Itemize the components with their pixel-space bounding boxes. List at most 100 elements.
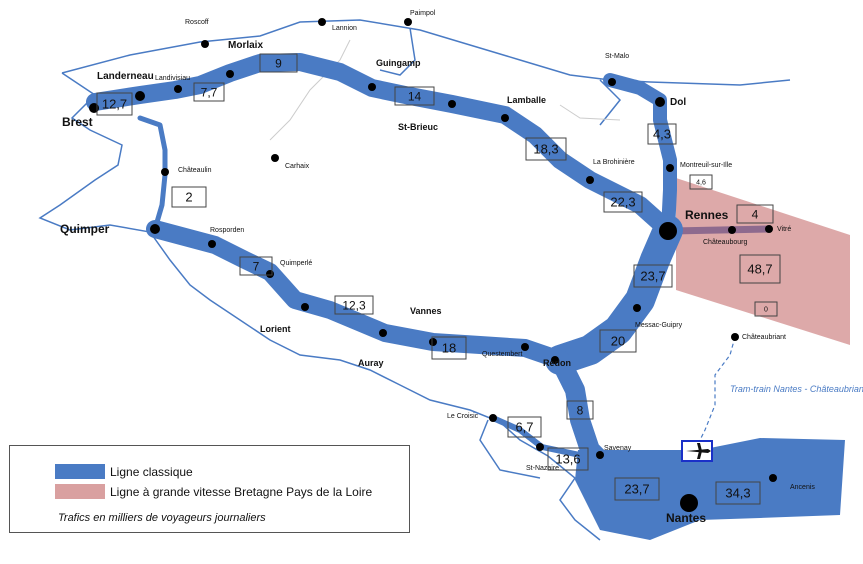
city-label-roscoff: Roscoff [185,19,209,26]
station-dot-paimpol [404,18,412,26]
city-label-savenay: Savenay [604,445,632,452]
city-label-quimper: Quimper [60,222,110,236]
city-label-la-brohiniere: La Brohinière [593,159,635,166]
station-dot-quimperle [266,270,274,278]
traffic-value: 9 [275,56,282,70]
station-dot-messac-guipry [633,304,641,312]
legend: Ligne classique Ligne à grande vitesse B… [9,445,410,533]
city-label-carhaix: Carhaix [285,163,310,170]
traffic-box [525,137,567,161]
traffic-value: 20 [611,334,625,349]
station-dot-guingamp [368,83,376,91]
traffic-value: 14 [408,89,422,103]
city-label-le-croisic: Le Croisic [447,413,479,420]
classic-lines [86,53,700,510]
city-label-montreuil-sur-ille: Montreuil-sur-Ille [680,162,732,169]
traffic-value: 23,7 [624,482,649,497]
traffic-box [739,254,781,284]
traffic-box [633,264,673,288]
traffic-value: 4 [752,207,759,221]
traffic-box [239,256,273,276]
station-dot-redon [551,356,559,364]
traffic-box [754,301,778,317]
line-brest-quimper [137,115,168,232]
city-label-redon: Redon [543,358,571,368]
station-dot-st-nazaire [536,443,544,451]
traffic-value: 8 [577,403,584,417]
traffic-value: 12,3 [342,298,366,312]
station-dot-vannes [429,338,437,346]
city-label-st-nazaire: St-Nazaire [526,465,559,472]
traffic-value: 18 [442,341,456,356]
station-dot-landivisiau [174,85,182,93]
city-label-landerneau: Landerneau [97,71,154,82]
traffic-value: 48,7 [747,262,772,277]
line-croisic [490,415,583,458]
station-dot-lamballe [501,114,509,122]
station-dot-st-malo [608,78,616,86]
station-dot-lannion [318,18,326,26]
city-label-vannes: Vannes [410,306,442,316]
station-dot-dol [655,97,665,107]
traffic-box [614,477,660,501]
tram-train-line [694,336,736,451]
traffic-box [394,86,435,106]
legend-label-classic: Ligne classique [110,465,193,479]
city-label-rennes: Rennes [685,208,729,222]
station-dot-la-brohiniere [586,176,594,184]
line-rennes-nantes [545,215,683,375]
station-dot-ancenis [769,474,777,482]
traffic-value: 7 [253,259,260,273]
hsl-zone [676,178,850,345]
traffic-box [599,329,637,353]
station-dot-vitre [765,225,773,233]
traffic-box [647,123,677,145]
legend-swatch-classic [55,464,105,479]
traffic-box [259,53,298,73]
traffic-value: 22,3 [610,195,635,210]
traffic-value: 23,7 [640,269,665,284]
station-dot-rosporden [208,240,216,248]
traffic-value: 4,6 [696,180,706,187]
traffic-value: 6,7 [515,420,533,435]
city-label-auray: Auray [358,358,384,368]
traffic-box [547,447,589,471]
traffic-box [689,174,713,190]
station-dot-rennes [659,222,677,240]
city-label-ancenis: Ancenis [790,484,815,491]
city-label-guingamp: Guingamp [376,58,421,68]
traffic-box [507,416,542,438]
tram-train-label: Tram-train Nantes - Châteaubriant [730,384,863,394]
traffic-box [603,191,643,213]
city-label-dol: Dol [670,97,686,108]
city-label-paimpol: Paimpol [410,10,436,17]
traffic-value: 7,7 [201,85,218,99]
station-dot-roscoff [201,40,209,48]
station-dot-st-brieuc [448,100,456,108]
station-dot-carhaix [271,154,279,162]
traffic-box [96,92,133,116]
airplane-glyph [686,443,711,459]
traffic-box [171,186,207,208]
traffic-box [736,204,774,224]
city-label-morlaix: Morlaix [228,40,263,51]
station-dot-lorient [301,303,309,311]
traffic-box [431,336,467,360]
city-label-chateaubourg: Châteaubourg [703,239,747,246]
traffic-box [193,82,225,102]
legend-label-hsl: Ligne à grande vitesse Bretagne Pays de … [110,485,373,499]
station-dot-le-croisic [489,414,497,422]
traffic-boxes: 12,77,791418,322,34,34,6448,7023,7202712… [96,53,781,505]
station-dot-landerneau [135,91,145,101]
city-label-nantes: Nantes [666,511,706,525]
city-label-brest: Brest [62,115,93,129]
city-label-chateaubriant: Châteaubriant [742,334,786,341]
traffic-value: 13,6 [555,452,580,467]
city-label-chateaulin: Châteaulin [178,167,212,174]
nantes-area [575,438,845,540]
legend-swatch-hsl [55,484,105,499]
city-label-lannion: Lannion [332,25,357,32]
station-dots [89,18,777,512]
city-label-lamballe: Lamballe [507,95,546,105]
